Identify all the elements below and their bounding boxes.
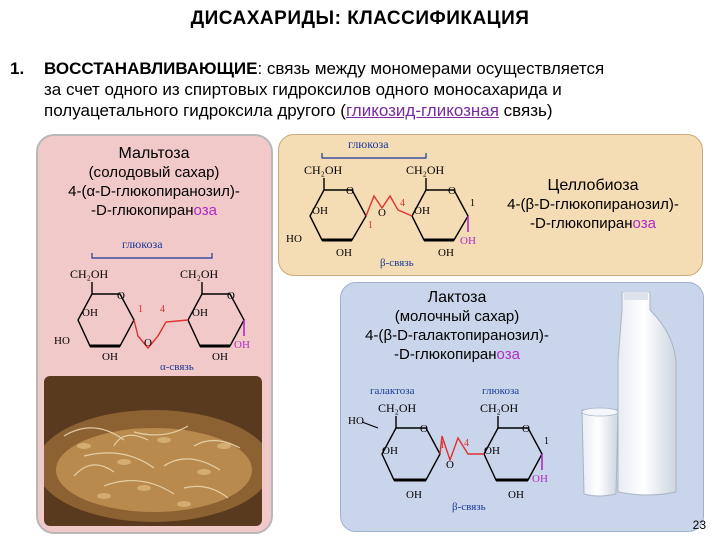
slide-title: ДИСАХАРИДЫ: КЛАССИФИКАЦИЯ <box>190 8 530 29</box>
svg-text:OH: OH <box>212 351 228 363</box>
lactose-alt-name: (молочный сахар) <box>394 308 520 325</box>
svg-text:OH: OH <box>312 205 328 217</box>
svg-text:HO: HO <box>54 335 70 347</box>
lactose-systematic-2: -D-глюкопираноза <box>394 346 520 363</box>
svg-text:O: O <box>420 423 428 435</box>
galactose-label: галактоза <box>370 385 415 397</box>
svg-text:OH: OH <box>234 339 250 351</box>
svg-text:O: O <box>227 290 235 302</box>
maltose-systematic-2: -D-глюкопираноза <box>91 202 217 219</box>
svg-text:OH: OH <box>414 205 430 217</box>
lactose-description: Лактоза (молочный сахар) 4-(β-D-галактоп… <box>342 288 572 364</box>
cellobiose-name: Целлобиоза <box>547 177 639 194</box>
item-number: 1. <box>10 59 25 78</box>
cellobiose-structure: глюкоза CH₂OH CH₂OH O O OH OH HO OH OH 1… <box>286 137 476 269</box>
svg-text:4: 4 <box>400 198 405 209</box>
lactose-structure: галактоза глюкоза CH₂OH CH₂OH HO O O OH … <box>348 385 549 513</box>
svg-text:O: O <box>522 423 530 435</box>
cellobiose-systematic-2: -D-глюкопираноза <box>530 215 656 232</box>
sprouted-grain-photo <box>44 376 262 526</box>
cellobiose-systematic-1: 4-(β-D-глюкопиранозил)- <box>507 196 679 213</box>
svg-text:OH: OH <box>382 445 398 457</box>
maltose-description: Мальтоза (солодовый сахар) 4-(α-D-глюкоп… <box>38 144 270 220</box>
item-line1: : связь между мономерами осуществляется <box>257 59 605 78</box>
svg-text:4: 4 <box>160 304 165 315</box>
beta-bond-label-lactose: β-связь <box>452 501 486 513</box>
item-keyword: ВОССТАНАВЛИВАЮЩИЕ <box>44 59 258 78</box>
svg-text:1: 1 <box>138 304 143 315</box>
item-line2: за счет одного из спиртовых гидроксилов … <box>44 80 562 99</box>
alpha-bond-label: α-связь <box>160 361 194 373</box>
svg-text:CH₂OH: CH₂OH <box>70 267 109 281</box>
svg-text:глюкоза: глюкоза <box>348 137 389 151</box>
svg-text:OH: OH <box>508 489 524 501</box>
milk-bottle-and-glass-photo <box>581 292 677 497</box>
lactose-systematic-1: 4-(β-D-галактопиранозил)- <box>365 327 549 344</box>
glycoside-link[interactable]: гликозид-гликозная <box>345 101 499 120</box>
svg-text:1: 1 <box>440 440 445 451</box>
svg-text:CH₂OH: CH₂OH <box>406 163 445 177</box>
svg-text:OH: OH <box>484 445 500 457</box>
item-line3-end: связь) <box>498 101 553 120</box>
item-line3-start: полуацетального гидроксила другого ( <box>44 101 346 120</box>
beta-bond-label-cellobiose: β-связь <box>380 257 414 269</box>
svg-text:OH: OH <box>532 473 548 485</box>
svg-text:HO: HO <box>348 415 364 427</box>
maltose-name: Мальтоза <box>118 145 190 162</box>
svg-text:O: O <box>117 290 125 302</box>
lactose-name: Лактоза <box>427 289 487 306</box>
svg-text:O: O <box>446 459 454 471</box>
svg-text:CH₂OH: CH₂OH <box>480 401 519 415</box>
maltose-alt-name: (солодовый сахар) <box>88 164 220 181</box>
svg-text:OH: OH <box>336 247 352 259</box>
svg-text:OH: OH <box>192 307 208 319</box>
svg-text:OH: OH <box>438 247 454 259</box>
svg-text:CH₂OH: CH₂OH <box>378 401 417 415</box>
cellobiose-description: Целлобиоза 4-(β-D-глюкопиранозил)- -D-гл… <box>488 176 698 233</box>
svg-text:OH: OH <box>460 235 476 247</box>
classification-item-1: 1. ВОССТАНАВЛИВАЮЩИЕ: связь между мономе… <box>10 58 710 121</box>
maltose-glucose-label: глюкоза <box>122 237 163 251</box>
glucose-label: глюкоза <box>482 385 519 397</box>
svg-text:O: O <box>144 337 152 349</box>
svg-text:O: O <box>448 185 456 197</box>
svg-text:CH₂OH: CH₂OH <box>180 267 219 281</box>
svg-text:1: 1 <box>470 198 475 209</box>
svg-text:1: 1 <box>544 436 549 447</box>
page-number: 23 <box>692 518 706 532</box>
svg-text:OH: OH <box>102 351 118 363</box>
svg-text:1: 1 <box>368 220 373 231</box>
svg-text:4: 4 <box>464 438 469 449</box>
svg-text:OH: OH <box>406 489 422 501</box>
svg-text:HO: HO <box>286 233 302 245</box>
svg-text:OH: OH <box>82 307 98 319</box>
maltose-structure: глюкоза CH₂OH CH₂OH O O OH OH HO OH OH 1… <box>54 237 250 373</box>
svg-text:O: O <box>346 185 354 197</box>
svg-text:CH₂OH: CH₂OH <box>304 163 343 177</box>
svg-text:O: O <box>378 207 386 219</box>
maltose-systematic-1: 4-(α-D-глюкопиранозил)- <box>68 183 240 200</box>
